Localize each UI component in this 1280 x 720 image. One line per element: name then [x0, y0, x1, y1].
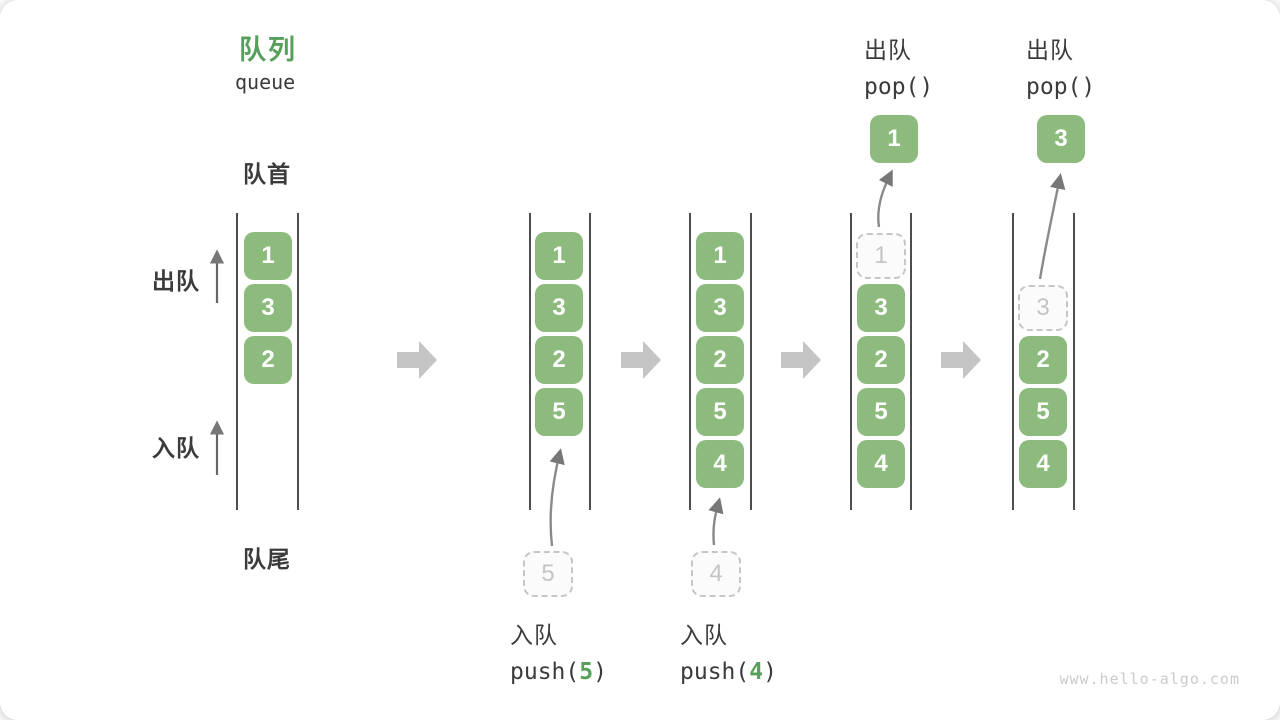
enqueue-side-label: 入队 — [152, 435, 200, 461]
code-text: ) — [593, 659, 607, 685]
op-code: push(5) — [510, 659, 607, 685]
page-title: 队列 — [239, 35, 297, 65]
watermark: www.hello-algo.com — [1059, 670, 1240, 688]
queue-box: 2 — [1019, 336, 1067, 384]
queue-box: 4 — [857, 440, 905, 488]
ghost-slot-box: 1 — [856, 233, 906, 279]
op-name: 出队 — [1026, 37, 1074, 63]
queue-box: 4 — [696, 440, 744, 488]
incoming-element-box: 4 — [691, 551, 741, 597]
code-arg: 4 — [749, 659, 764, 685]
queue-box: 2 — [857, 336, 905, 384]
code-text: ) — [763, 659, 777, 685]
code-text: push( — [680, 659, 750, 685]
pop-arrow-icon — [877, 169, 893, 228]
state-transition-arrow-icon — [621, 341, 661, 379]
queue-box: 1 — [244, 232, 292, 280]
dequeue-op-label: 出队 pop() — [1026, 31, 1095, 100]
op-code: pop() — [864, 74, 934, 100]
push-arrow-icon — [549, 448, 565, 547]
enqueue-op-label: 入队 push(4) — [680, 616, 777, 685]
queue-box: 2 — [696, 336, 744, 384]
queue-box: 3 — [857, 284, 905, 332]
queue-box: 5 — [696, 388, 744, 436]
op-name: 入队 — [510, 622, 558, 648]
queue-rear-label: 队尾 — [243, 546, 291, 572]
dequeue-op-label: 出队 pop() — [864, 31, 933, 100]
op-code: pop() — [1026, 74, 1096, 100]
dequeue-side-label: 出队 — [152, 268, 200, 294]
queue-box: 3 — [535, 284, 583, 332]
push-arrow-icon — [708, 497, 724, 546]
queue-front-label: 队首 — [243, 161, 291, 187]
queue-box: 5 — [535, 388, 583, 436]
queue-box: 4 — [1019, 440, 1067, 488]
state-transition-arrow-icon — [941, 341, 981, 379]
container-walls — [236, 213, 1075, 510]
op-name: 入队 — [680, 622, 728, 648]
queue-box: 1 — [696, 232, 744, 280]
queue-box: 2 — [535, 336, 583, 384]
queue-box: 1 — [535, 232, 583, 280]
queue-box: 2 — [244, 336, 292, 384]
enqueue-op-label: 入队 push(5) — [510, 616, 607, 685]
code-arg: 5 — [579, 659, 594, 685]
code-text: push( — [510, 659, 580, 685]
op-name: 出队 — [864, 37, 912, 63]
queue-box: 3 — [244, 284, 292, 332]
queue-box: 5 — [857, 388, 905, 436]
queue-box: 3 — [696, 284, 744, 332]
state-transition-arrow-icon — [397, 341, 437, 379]
ghost-slot-box: 3 — [1018, 285, 1068, 331]
popped-element-box: 3 — [1037, 115, 1085, 163]
popped-element-box: 1 — [870, 115, 918, 163]
incoming-element-box: 5 — [523, 551, 573, 597]
page-subtitle: queue — [235, 70, 296, 94]
queue-box: 5 — [1019, 388, 1067, 436]
state-transition-arrow-icon — [781, 341, 821, 379]
pop-arrow-icon — [1038, 173, 1066, 280]
op-code: push(4) — [680, 659, 777, 685]
